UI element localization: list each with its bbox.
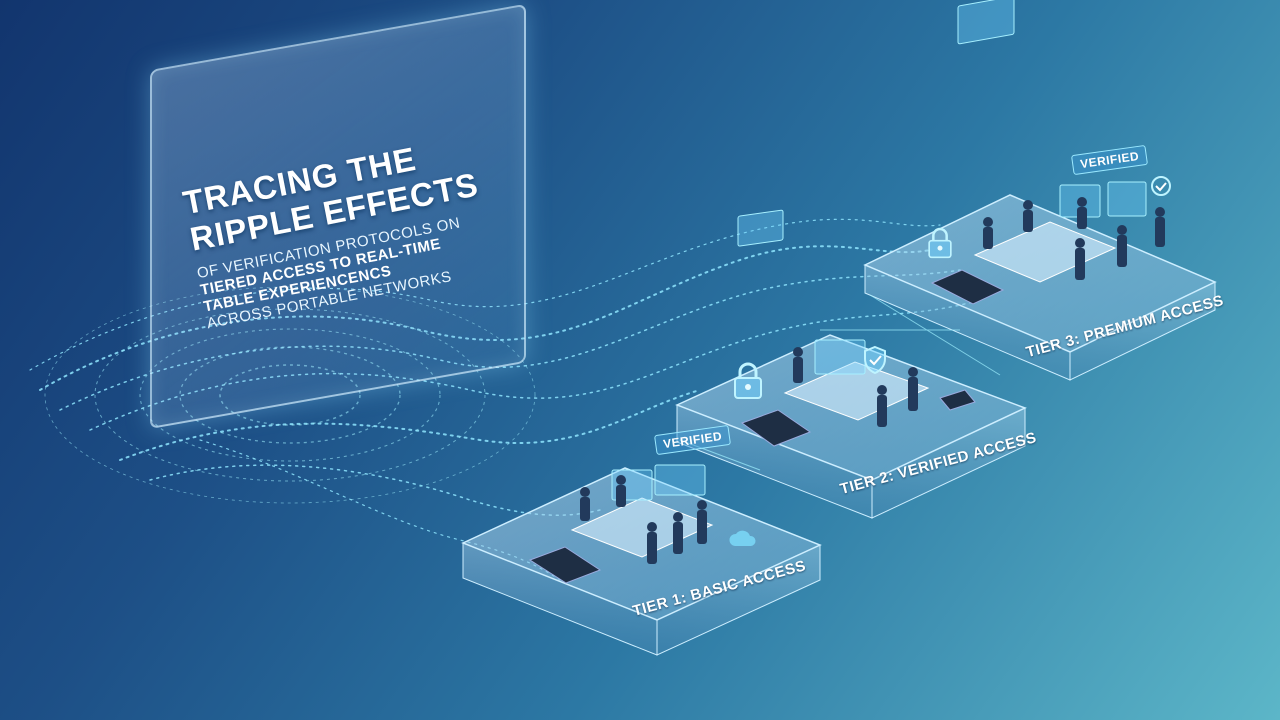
ripple-rings (44, 286, 536, 504)
check-circle-icon (1151, 176, 1171, 196)
platform-tier-1 (461, 467, 822, 656)
cloud-icon (729, 530, 756, 546)
platform-tier-2 (675, 334, 1027, 519)
people (580, 197, 1165, 564)
padlock-icon (734, 362, 762, 399)
holo-screens (611, 0, 1147, 501)
padlock-icon-tier-3 (928, 227, 952, 259)
connector-lines (679, 294, 1001, 471)
shield-check-icon (864, 345, 886, 375)
platform-tier-3 (863, 194, 1217, 381)
